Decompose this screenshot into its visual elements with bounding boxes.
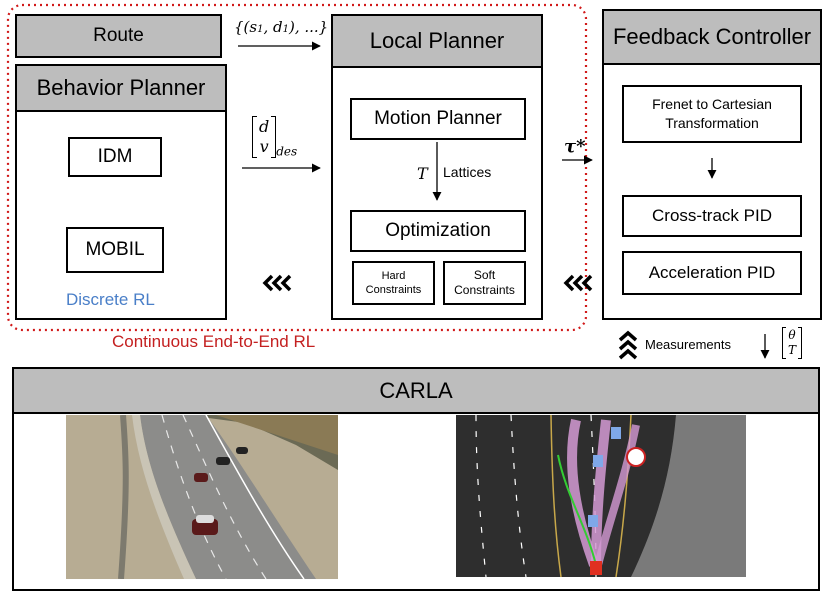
hard-constraints-line-1: Hard	[381, 270, 406, 282]
route-label: Route	[93, 25, 144, 46]
feedback-controller-title: Feedback Controller	[604, 11, 820, 65]
carla-title: CARLA	[14, 369, 818, 414]
motion-planner-box: Motion Planner	[350, 98, 526, 140]
frenet-line-2: Transformation	[665, 115, 759, 131]
soft-constraints-line-1: Soft	[473, 268, 496, 282]
tau-symbol: T	[417, 164, 428, 183]
vehicle	[192, 515, 218, 535]
continuous-rl-label: Continuous End-to-End RL	[112, 332, 316, 351]
idm-box: IDM	[68, 137, 162, 177]
feedback-controller-box: Feedback Controller Frenet to Cartesian …	[602, 9, 822, 320]
route-output-label: {(s1, d1), ...}	[234, 18, 329, 36]
behavior-output-top: d	[259, 117, 270, 136]
acceleration-pid-box: Acceleration PID	[622, 251, 802, 295]
behavior-planner-title: Behavior Planner	[17, 66, 225, 112]
frenet-transformation-box: Frenet to Cartesian Transformation	[622, 85, 802, 143]
behavior-output-subscript: des	[276, 144, 298, 159]
control-output-top: θ	[788, 328, 796, 342]
discrete-rl-label: Discrete RL	[66, 290, 155, 309]
carla-box: CARLA	[12, 367, 820, 591]
behavior-output-label: d v des	[252, 116, 297, 159]
carla-birdseye-view	[456, 415, 746, 577]
control-output-bottom: T	[788, 343, 797, 357]
tau-star-label: τ*	[564, 136, 586, 157]
behavior-planner-box: Behavior Planner IDM MOBIL Discrete RL	[15, 64, 227, 320]
frenet-line-1: Frenet to Cartesian	[652, 96, 772, 112]
soft-constraints-line-2: Constraints	[454, 283, 515, 297]
local-planner-title: Local Planner	[333, 16, 541, 68]
hard-constraints-box: Hard Constraints	[352, 261, 435, 305]
continuous-rl-outline	[6, 3, 588, 332]
cross-track-pid-box: Cross-track PID	[622, 195, 802, 237]
triple-chevron-up-icon	[618, 330, 638, 360]
measurements-label: Measurements	[645, 337, 731, 352]
soft-constraints-box: Soft Constraints	[443, 261, 526, 305]
carla-camera-view	[66, 415, 338, 579]
hard-constraints-line-2: Constraints	[365, 284, 422, 296]
behavior-output-bottom: v	[259, 137, 269, 156]
route-box: Route	[15, 14, 222, 58]
control-output-label: θ T	[782, 327, 803, 359]
mobil-box: MOBIL	[66, 227, 164, 273]
optimization-box: Optimization	[350, 210, 526, 252]
triple-chevron-left-icon	[262, 274, 593, 292]
lattices-label: Lattices	[443, 164, 492, 180]
